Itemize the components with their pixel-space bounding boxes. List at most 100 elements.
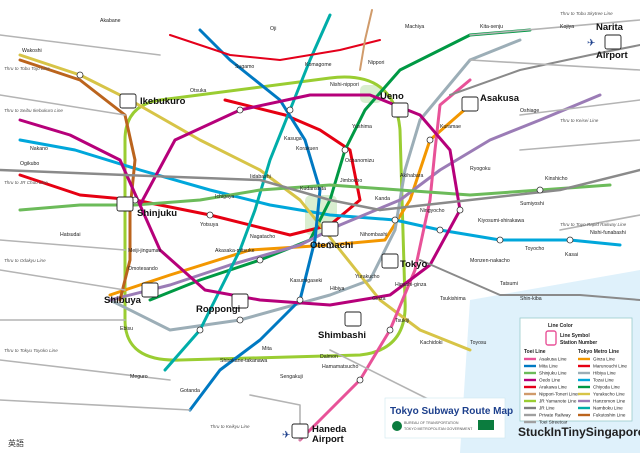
station-marker[interactable] (296, 296, 304, 304)
station-marker[interactable] (436, 226, 444, 234)
tozai-line (18, 138, 622, 247)
legend-label: Oedo Line (539, 378, 561, 383)
legend-station-number-heading: Station Number (560, 340, 597, 346)
private-railway-east (469, 19, 640, 231)
station-label: Ochanomizu (345, 158, 374, 164)
station-marker[interactable] (536, 186, 544, 194)
legend-label: Asakusa Line (539, 357, 567, 362)
station-label: Hatsudai (60, 232, 80, 238)
legend-label: Toei Streetcar (539, 420, 568, 425)
station-label: Machiya (405, 24, 424, 30)
bureau-logo (392, 421, 402, 431)
major-station-box[interactable] (141, 282, 159, 298)
major-station-box[interactable] (231, 293, 249, 309)
major-station-box[interactable] (321, 221, 339, 237)
major-station-boxes (116, 34, 622, 439)
thru-label: Thru to Seibu Ikebukuro Line (4, 108, 63, 113)
legend-label: Marunouchi Line (593, 364, 627, 369)
station-marker[interactable] (76, 71, 84, 79)
station-marker[interactable] (256, 256, 264, 264)
station-label: Mita (262, 346, 272, 352)
station-marker[interactable] (236, 316, 244, 324)
major-station-box[interactable] (344, 311, 362, 327)
hanzomon-line (108, 93, 602, 302)
jr-chuo-line (0, 168, 382, 212)
jr-keiyo-line (419, 259, 640, 301)
station-label: Daimon (320, 354, 338, 360)
station-label: Kiyosumi-shirakawa (478, 218, 524, 224)
station-label: Kinshicho (545, 176, 568, 182)
station-marker[interactable] (426, 136, 434, 144)
station-label: Ebisu (120, 326, 133, 332)
station-marker[interactable] (496, 236, 504, 244)
language-label: 英語 (8, 438, 24, 448)
major-station-box[interactable] (291, 423, 309, 439)
thru-label: Thru to Tokyu Toyoko Line (4, 348, 58, 353)
legend-line-symbol-heading: Line Symbol (560, 333, 590, 339)
station-label: Iidabashi (250, 174, 271, 180)
station-label: Akihabara (400, 173, 423, 179)
station-label: Shirokane-takanawa (220, 358, 267, 364)
station-label: Sengakuji (280, 374, 303, 380)
station-label: Monzen-nakacho (470, 258, 510, 264)
station-marker[interactable] (326, 241, 334, 249)
station-marker[interactable] (456, 206, 464, 214)
legend-label: Arakawa Line (539, 385, 567, 390)
fukutoshin-line (18, 58, 137, 302)
legend-symbol-sample (545, 330, 557, 346)
thru-label: Thru to Tobu Skytree Line (560, 11, 613, 16)
major-station-box[interactable] (461, 96, 479, 112)
station-marker[interactable] (356, 376, 364, 384)
legend-label: Namboku Line (593, 406, 623, 411)
station-label: Kasuga (284, 136, 302, 142)
station-label: Shin-kiba (520, 296, 542, 302)
major-station-box[interactable] (604, 34, 622, 50)
station-label-shibuya: Shibuya (104, 295, 142, 306)
station-label: Kasai (565, 252, 578, 258)
station-label: Kanda (375, 196, 390, 202)
legend-metro-heading: Tokyo Metro Line (578, 349, 619, 355)
legend-label: Ginza Line (593, 357, 615, 362)
station-label-haneda-2: Airport (312, 434, 345, 445)
thru-label: Thru to Odakyu Line (4, 258, 46, 263)
station-marker[interactable] (236, 106, 244, 114)
station-label: Jimbocho (340, 178, 362, 184)
thru-label: Thru to Tobu Tojo Line (4, 66, 50, 71)
station-marker[interactable] (196, 326, 204, 334)
legend-label: JR Line (539, 406, 555, 411)
station-marker[interactable] (206, 211, 214, 219)
station-marker[interactable] (341, 146, 349, 154)
station-label-ikebukuro: Ikebukuro (140, 96, 186, 107)
thru-label: Thru to Keikyu Line (210, 424, 250, 429)
station-label: Kuramae (440, 124, 461, 130)
station-marker[interactable] (386, 326, 394, 334)
watermark: StuckInTinySingapore (518, 425, 640, 439)
station-marker[interactable] (391, 216, 399, 224)
legend: Line Color Line Symbol Station Number To… (519, 317, 633, 425)
station-marker[interactable] (286, 106, 294, 114)
station-label: Kachidoki (420, 340, 443, 346)
thru-label: Thru to JR Chuo Line (4, 180, 48, 185)
toei-logo-badge (478, 420, 494, 430)
station-label: Omotesando (128, 266, 158, 272)
asakusa-line (298, 78, 472, 442)
legend-label: Yurakucho Line (593, 392, 625, 397)
thru-service-labels: Thru to Tobu Tojo Line Thru to Seibu Ike… (4, 11, 627, 429)
station-label: Meiji-jingumae (128, 248, 162, 254)
station-label: Tsukishima (440, 296, 466, 302)
major-station-box[interactable] (381, 253, 399, 269)
station-label: Nagatacho (250, 234, 275, 240)
station-label: Nakano (30, 146, 48, 152)
station-label: Komagome (305, 62, 332, 68)
station-label-tokyo: Tokyo (400, 259, 427, 270)
major-station-box[interactable] (116, 196, 134, 212)
station-label: Hibiya (330, 286, 345, 292)
major-station-box[interactable] (119, 93, 137, 109)
major-station-box[interactable] (391, 102, 409, 118)
station-label: Tsukiji (395, 318, 409, 324)
station-marker[interactable] (566, 236, 574, 244)
station-label: Kojiya (560, 24, 574, 30)
station-label: Ogikubo (20, 161, 39, 167)
arakawa-line (169, 34, 381, 61)
legend-line-color-heading: Line Color (548, 323, 573, 329)
